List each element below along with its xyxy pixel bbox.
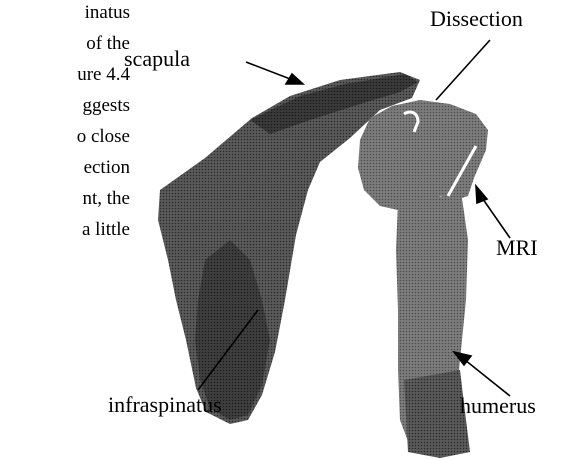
label-infraspinatus: infraspinatus xyxy=(108,392,222,418)
label-scapula: scapula xyxy=(124,46,190,72)
scapula-arrowhead-icon xyxy=(286,74,303,84)
humeral-head xyxy=(358,100,488,210)
humerus-arrow xyxy=(460,356,510,396)
mri-arrowhead-icon xyxy=(476,186,487,203)
dissection-arrow xyxy=(436,40,490,100)
label-dissection: Dissection xyxy=(430,6,523,32)
label-humerus: humerus xyxy=(460,393,536,419)
label-mri: MRI xyxy=(496,235,538,261)
